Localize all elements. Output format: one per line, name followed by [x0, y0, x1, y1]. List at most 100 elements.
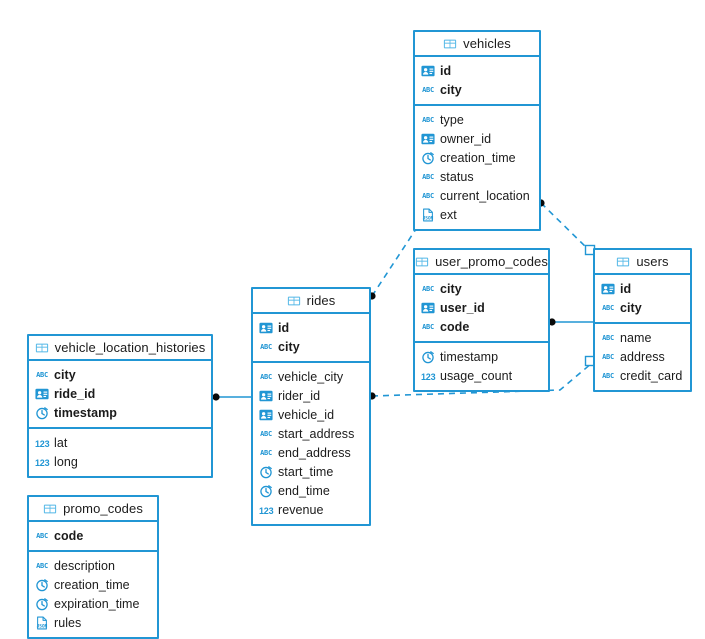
column-row[interactable]: ABC code [415, 317, 548, 336]
column-row[interactable]: owner_id [415, 129, 539, 148]
column-name: ext [440, 207, 457, 222]
column-name: id [440, 63, 452, 78]
column-name: city [440, 82, 462, 97]
svg-text:JSON: JSON [37, 623, 48, 629]
string-type-icon: ABC [422, 115, 434, 124]
column-row[interactable]: ABC vehicle_city [253, 367, 369, 386]
column-name: creation_time [54, 577, 130, 592]
column-row[interactable]: ABC city [415, 80, 539, 99]
column-name: address [620, 349, 665, 364]
column-name: long [54, 454, 78, 469]
string-type-icon: ABC [422, 85, 434, 94]
string-type-icon: ABC [260, 429, 272, 438]
column-row[interactable]: rider_id [253, 386, 369, 405]
primary-key-card-icon [259, 408, 273, 422]
table-header-users[interactable]: users [595, 250, 690, 275]
json-type-icon: JSON [35, 616, 49, 630]
column-name: city [620, 300, 642, 315]
column-row[interactable]: creation_time [415, 148, 539, 167]
column-name: revenue [278, 502, 324, 517]
column-row[interactable]: creation_time [29, 575, 157, 594]
timestamp-type-icon [35, 597, 49, 611]
column-name: type [440, 112, 464, 127]
column-row[interactable]: timestamp [29, 403, 211, 422]
column-name: id [620, 281, 632, 296]
column-row[interactable]: expiration_time [29, 594, 157, 613]
column-row[interactable]: id [415, 61, 539, 80]
string-type-icon: ABC [602, 303, 614, 312]
primary-key-card-icon [259, 321, 273, 335]
timestamp-type-icon [35, 406, 49, 420]
table-grid-icon [287, 294, 301, 308]
table-title: user_promo_codes [435, 254, 548, 269]
string-type-icon: ABC [422, 191, 434, 200]
column-name: creation_time [440, 150, 516, 165]
table-grid-icon [43, 502, 57, 516]
column-name: timestamp [440, 349, 499, 364]
column-name: timestamp [54, 405, 117, 420]
column-row[interactable]: end_time [253, 481, 369, 500]
column-name: city [440, 281, 462, 296]
table-header-vehicle_location_histories[interactable]: vehicle_location_histories [29, 336, 211, 361]
column-row[interactable]: start_time [253, 462, 369, 481]
table-header-user_promo_codes[interactable]: user_promo_codes [415, 250, 548, 275]
column-name: vehicle_city [278, 369, 344, 384]
primary-key-card-icon [35, 387, 49, 401]
column-row[interactable]: id [595, 279, 690, 298]
string-type-icon: ABC [260, 372, 272, 381]
string-type-icon: ABC [36, 561, 48, 570]
relationship-line-vehicles-to-users[interactable] [540, 202, 593, 254]
column-name: code [440, 319, 470, 334]
column-row[interactable]: ABC type [415, 110, 539, 129]
column-name: vehicle_id [278, 407, 335, 422]
table-header-rides[interactable]: rides [253, 289, 369, 314]
column-row[interactable]: ride_id [29, 384, 211, 403]
column-name: owner_id [440, 131, 492, 146]
primary-key-card-icon [421, 301, 435, 315]
column-row[interactable]: ABC city [595, 298, 690, 317]
column-row[interactable]: timestamp [415, 347, 548, 366]
table-grid-icon [443, 37, 457, 51]
primary-key-card-icon [421, 132, 435, 146]
column-row[interactable]: vehicle_id [253, 405, 369, 424]
string-type-icon: ABC [422, 322, 434, 331]
column-name: credit_card [620, 368, 683, 383]
table-header-vehicles[interactable]: vehicles [415, 32, 539, 57]
column-name: id [278, 320, 290, 335]
column-row[interactable]: id [253, 318, 369, 337]
table-header-promo_codes[interactable]: promo_codes [29, 497, 157, 522]
string-type-icon: ABC [260, 448, 272, 457]
column-row[interactable]: user_id [415, 298, 548, 317]
